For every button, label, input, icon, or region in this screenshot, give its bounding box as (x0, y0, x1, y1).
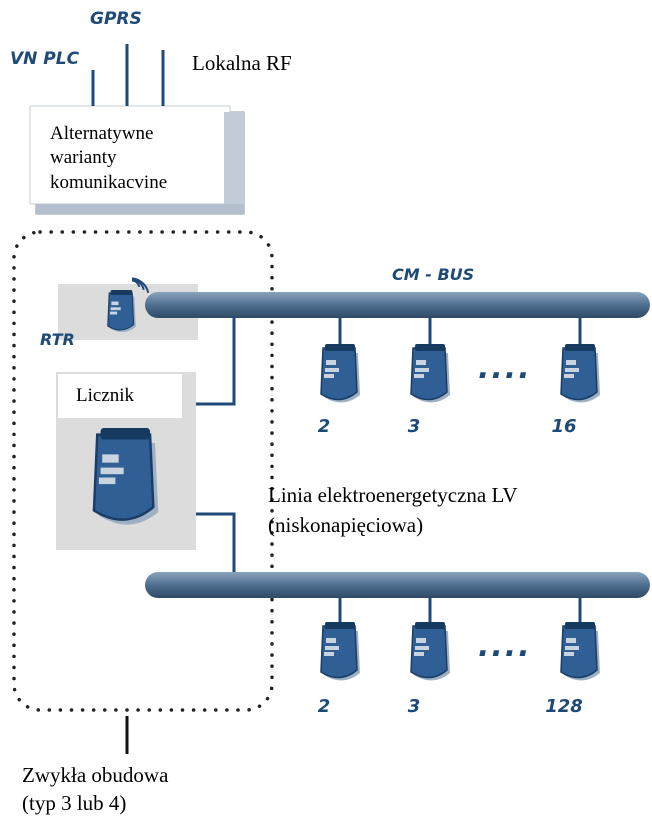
top-meter-number: 2 (318, 416, 331, 437)
rtr-label: RTR (40, 330, 75, 349)
lokalna-rf-label: Lokalna RF (192, 51, 292, 75)
bottom-meter-icon (560, 622, 600, 681)
power-line-label-1: Linia elektroenergetyczna LV (268, 483, 518, 507)
top-meter-icon (560, 344, 600, 403)
bottom-meter-icon (320, 622, 360, 681)
bottom-meters-ellipsis: .... (478, 629, 532, 664)
housing-label-2: (typ 3 lub 4) (22, 791, 126, 815)
bottom-meter-number: 2 (318, 696, 331, 717)
top-meter-icon (410, 344, 450, 403)
rtr-device-icon (107, 290, 136, 333)
top-meter-number: 16 (551, 416, 576, 437)
top-meters-ellipsis: .... (478, 351, 532, 386)
bottom-meter-icon (410, 622, 450, 681)
alt-box-line-1: Alternatywne (50, 123, 153, 144)
top-meter-number: 3 (408, 416, 421, 437)
licznik-label-box (58, 374, 182, 418)
meters-group: 2 3 16 2 3 128 (92, 277, 600, 717)
bottom-meter-number: 3 (408, 696, 421, 717)
alt-box-line-2: warianty (50, 147, 117, 168)
alt-communication-box (29, 105, 245, 215)
cm-bus-bar (145, 292, 650, 318)
alt-box-line-3: komunikacvine (50, 172, 167, 193)
licznik-label: Licznik (76, 385, 135, 406)
rf-wave-icon (131, 277, 150, 294)
gprs-label: GPRS (90, 9, 142, 29)
rf-wave-icon (131, 279, 141, 288)
vn-plc-label: VN PLC (10, 49, 80, 69)
power-line-label-2: (niskonapięciowa) (268, 513, 423, 537)
central-meter-icon (92, 428, 159, 525)
bottom-meter-number: 128 (545, 696, 583, 717)
rf-wave-icon (131, 278, 145, 291)
top-meter-icon (320, 344, 360, 403)
meter-to-lv-bus-connector (196, 512, 236, 572)
cm-bus-label: CM - BUS (392, 265, 474, 284)
meter-to-cm-bus-connector (196, 318, 236, 406)
housing-label-1: Zwykła obudowa (22, 763, 169, 787)
lv-power-bus-bar (145, 572, 650, 598)
